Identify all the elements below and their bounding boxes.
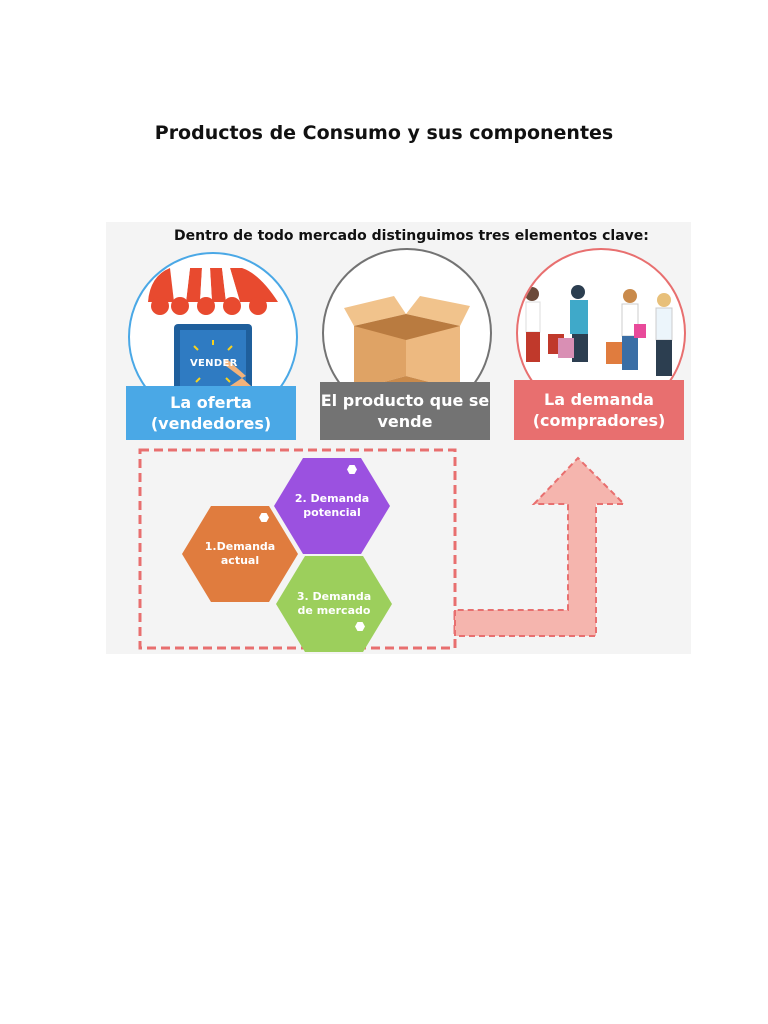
label-demanda-line2: (compradores) <box>532 411 666 430</box>
demand-group-dashed-border <box>138 448 457 650</box>
label-producto-line2: vende <box>377 412 433 431</box>
hex-mercado-line1: 3. Demanda <box>296 590 372 603</box>
hex-actual-line2: actual <box>220 554 260 567</box>
label-producto: El producto que se vende <box>320 382 490 440</box>
hex-dot-icon <box>347 465 357 474</box>
label-oferta: La oferta (vendedores) <box>126 386 296 440</box>
label-oferta-line1: La oferta <box>170 393 252 412</box>
hex-dot-icon <box>355 622 365 631</box>
hex-mercado-line2: de mercado <box>297 604 371 617</box>
vender-sign-text: VENDER <box>190 358 238 369</box>
label-producto-line1: El producto que se <box>320 391 490 410</box>
hex-potencial-line2: potencial <box>303 506 361 519</box>
hex-dot-icon <box>259 513 269 522</box>
label-demanda: La demanda (compradores) <box>514 380 684 440</box>
diagram-subtitle: Dentro de todo mercado distinguimos tres… <box>174 228 649 244</box>
hex-demanda-potencial: 2. Demanda potencial <box>274 458 390 554</box>
demand-flow-graphic <box>138 448 627 650</box>
page-title: Productos de Consumo y sus componentes <box>154 122 614 144</box>
label-oferta-line2: (vendedores) <box>150 414 272 433</box>
hex-actual-line1: 1.Demanda <box>204 540 276 553</box>
diagram-panel: Dentro de todo mercado distinguimos tres… <box>106 222 691 654</box>
label-demanda-line1: La demanda <box>544 390 654 409</box>
up-arrow <box>454 456 627 637</box>
hex-potencial-line1: 2. Demanda <box>294 492 370 505</box>
hex-demanda-mercado: 3. Demanda de mercado <box>276 556 392 652</box>
